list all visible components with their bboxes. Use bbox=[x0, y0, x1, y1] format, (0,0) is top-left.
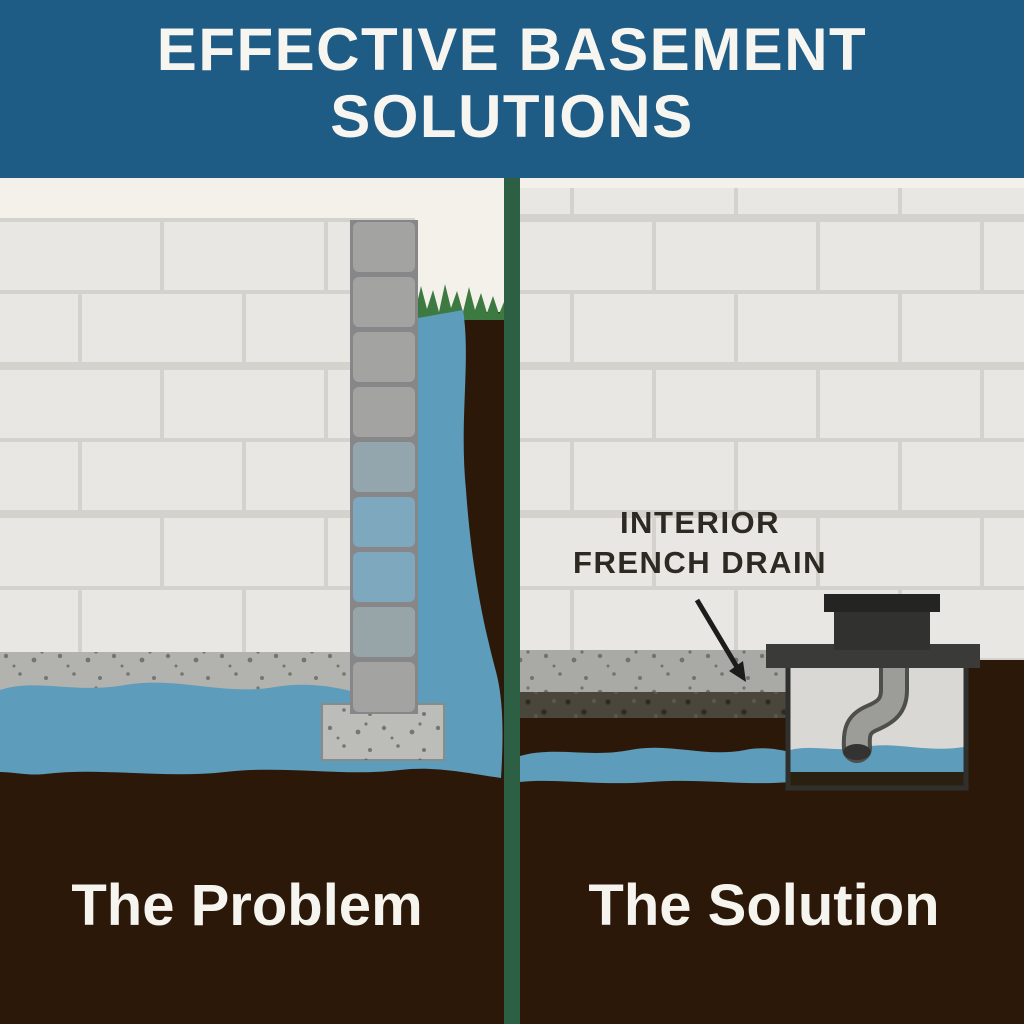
pipe-outlet bbox=[843, 744, 871, 760]
sump-lid-body bbox=[834, 610, 930, 650]
annotation-arrow bbox=[694, 598, 746, 682]
water-seepage-and-flood bbox=[0, 310, 503, 778]
drain-water-channel bbox=[520, 747, 790, 784]
solution-panel-label: The Solution bbox=[588, 873, 940, 938]
sump-sediment bbox=[790, 772, 964, 786]
sump-pit bbox=[766, 594, 980, 791]
problem-panel-illustration bbox=[0, 218, 520, 1024]
floor-slab-right-speckle bbox=[520, 650, 790, 692]
annotation-line1: INTERIOR bbox=[619, 505, 781, 540]
page-title-line1: EFFECTIVE BASEMENT bbox=[156, 16, 868, 83]
basement-wall-left bbox=[0, 218, 415, 660]
solution-panel-illustration bbox=[520, 188, 1024, 1024]
problem-panel-label: The Problem bbox=[71, 873, 423, 938]
page-title-line2: SOLUTIONS bbox=[330, 83, 694, 150]
grass bbox=[403, 284, 504, 320]
annotation-line2: FRENCH DRAIN bbox=[573, 545, 827, 580]
gravel-bed bbox=[520, 692, 790, 718]
page-title: EFFECTIVE BASEMENT SOLUTIONS bbox=[0, 16, 1024, 150]
subsoil-left bbox=[0, 746, 520, 1024]
panel-divider bbox=[504, 178, 520, 1024]
french-drain-annotation: INTERIOR FRENCH DRAIN bbox=[573, 503, 827, 583]
sump-pump-pipe bbox=[845, 653, 905, 759]
basement-wall-right bbox=[520, 188, 1024, 660]
sump-lid-cap bbox=[824, 594, 940, 612]
header-band bbox=[0, 0, 1024, 178]
block-column bbox=[353, 222, 415, 712]
